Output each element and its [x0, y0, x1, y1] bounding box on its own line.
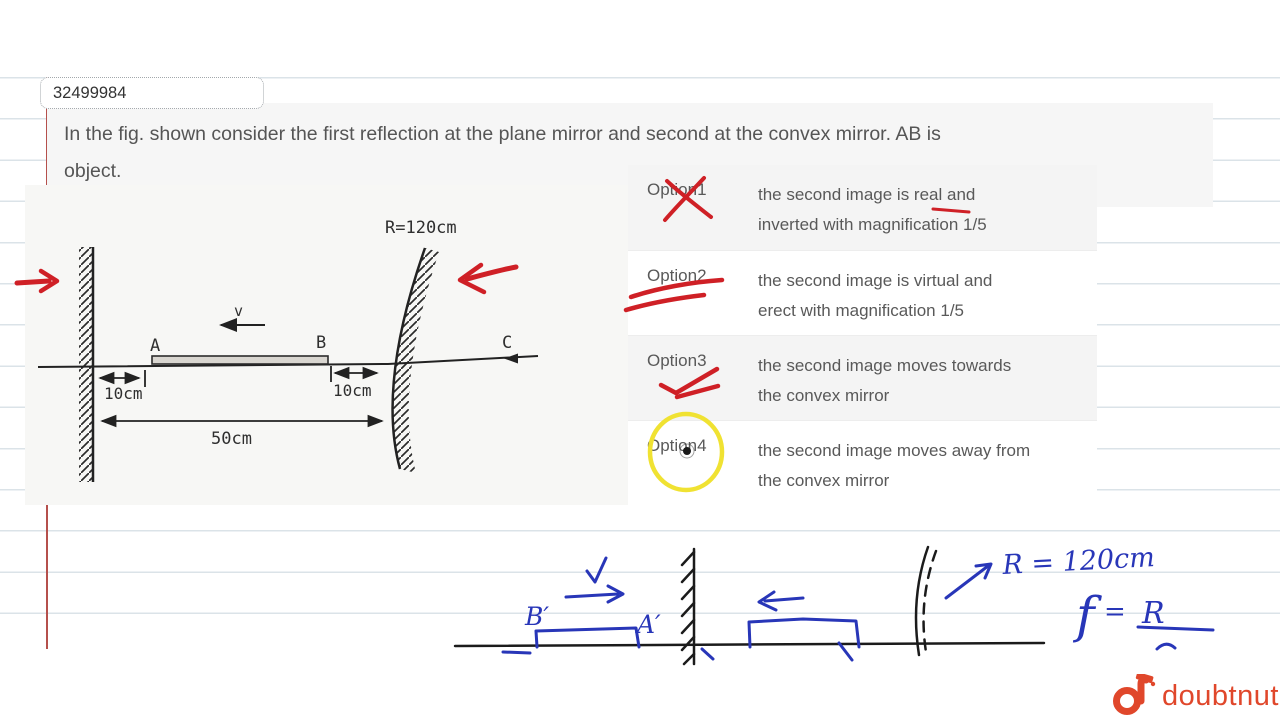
question-id-box: 32499984	[40, 77, 264, 109]
options-panel: Option1 the second image is real and inv…	[628, 165, 1097, 505]
option-row-2[interactable]: Option2 the second image is virtual and …	[628, 250, 1097, 335]
point-a-label: A	[150, 336, 160, 356]
velocity-label: v	[234, 302, 243, 320]
hand-dash	[501, 650, 532, 655]
option-1-label: Option1	[647, 180, 707, 199]
dim-total-label: 50cm	[211, 429, 252, 449]
doubtnut-wordmark: doubtnut	[1162, 679, 1279, 712]
plane-mirror-hatching	[79, 247, 93, 482]
option-3-text: the second image moves towards the conve…	[758, 356, 1012, 405]
dim-right-label: 10cm	[333, 381, 372, 400]
option-1-text: the second image is real and inverted wi…	[758, 185, 987, 234]
axis-arrowhead	[504, 353, 518, 364]
figure-box: R=120cm C A B v 10cm 10cm 50cm	[25, 185, 630, 505]
option-2-label: Option2	[647, 266, 707, 285]
option-4-label: Option4	[647, 436, 707, 455]
option-2-text: the second image is virtual and erect wi…	[758, 271, 993, 320]
point-b-label: B	[316, 333, 326, 353]
brand-logo: doubtnut	[1110, 674, 1279, 718]
doubtnut-icon	[1113, 674, 1156, 715]
option-4-text: the second image moves away from the con…	[758, 441, 1031, 490]
mirror-diagram: R=120cm C A B v 10cm 10cm 50cm	[37, 218, 539, 482]
question-text-line1: In the fig. shown consider the first ref…	[64, 123, 941, 145]
principal-axis	[37, 355, 539, 368]
dim-left-label: 10cm	[104, 384, 143, 403]
option-row-4[interactable]: Option4 the second image moves away from…	[628, 420, 1097, 505]
convex-mirror-hatching	[392, 248, 439, 473]
radius-label: R=120cm	[385, 218, 457, 238]
convex-mirror	[391, 247, 427, 470]
option-3-label: Option3	[647, 351, 707, 370]
option-row-3[interactable]: Option3 the second image moves towards t…	[628, 335, 1097, 420]
question-text-line2: object.	[64, 159, 122, 182]
point-c-label: C	[502, 333, 512, 353]
option-row-1[interactable]: Option1 the second image is real and inv…	[628, 165, 1097, 250]
question-id: 32499984	[53, 83, 127, 102]
object-ab	[151, 355, 329, 365]
